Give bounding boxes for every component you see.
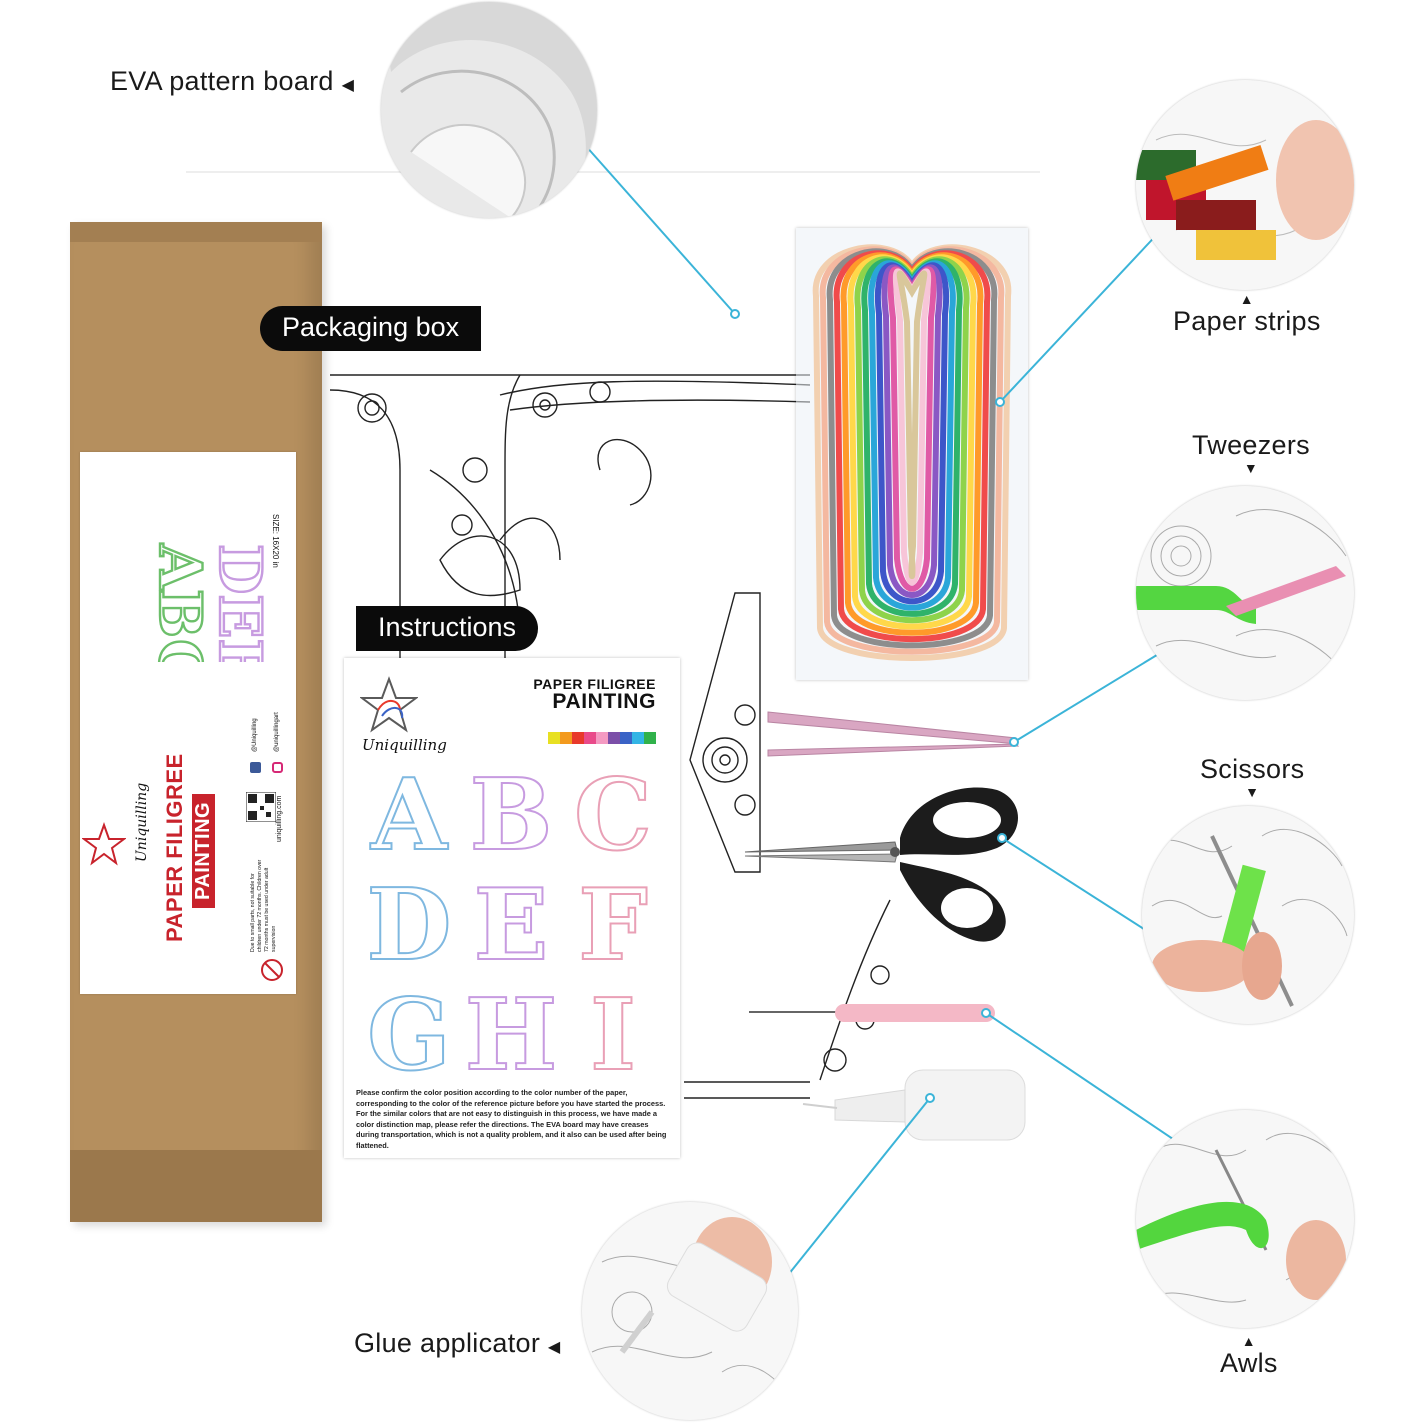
filigree-letter: D (366, 868, 453, 983)
facebook-icon (250, 762, 261, 773)
paper-strip (874, 262, 950, 605)
arrow-down-icon: ▼ (1243, 460, 1259, 476)
scissors-image (744, 787, 1018, 942)
svg-text:GHI: GHI (264, 544, 272, 662)
scissors-label: Scissors ▼ (1200, 754, 1304, 799)
eva-board-label: EVA pattern board ◀ (110, 66, 354, 97)
paper-strips-label-text: Paper strips (1173, 306, 1321, 336)
filigree-letter: H (464, 978, 559, 1093)
age-warning-icon (261, 959, 283, 981)
brand-star-logo-icon (360, 676, 418, 733)
sheet-title-line1: PAPER FILIGREE (533, 676, 656, 692)
paper-strip (896, 270, 928, 580)
paper-strip (887, 266, 937, 592)
scissors-circle (1142, 806, 1354, 1024)
brand-star-icon (82, 822, 126, 866)
glue-bottle-image (802, 1069, 1026, 1141)
color-swatch (596, 732, 608, 744)
instagram-icon (272, 762, 283, 773)
color-swatch (632, 732, 644, 744)
color-swatches (548, 732, 656, 744)
filigree-letter: G (366, 978, 452, 1093)
awl-image (749, 1004, 995, 1022)
arrow-up-icon: ▲ (1239, 291, 1254, 307)
color-swatch (548, 732, 560, 744)
filigree-letter: B (469, 758, 554, 873)
tweezers-image (767, 711, 1020, 757)
scissors-label-text: Scissors (1200, 754, 1305, 784)
arrow-down-icon: ▼ (1245, 784, 1260, 800)
filigree-letter: F (577, 868, 649, 983)
sheet-note: Please confirm the color position accord… (356, 1088, 667, 1150)
filigree-letter: A (370, 758, 448, 873)
sheet-title-line2: PAINTING (552, 690, 656, 713)
tweezers-label-text: Tweezers (1192, 430, 1310, 460)
awls-circle (1136, 1110, 1354, 1328)
tweezers-circle (1136, 486, 1354, 700)
instructions-label: Instructions (356, 606, 539, 651)
paper-strip (892, 268, 932, 586)
qr-code-icon (246, 792, 276, 822)
color-swatch (644, 732, 656, 744)
box-bottom-flap (70, 1150, 322, 1222)
packaging-box-label: Packaging box (260, 306, 482, 351)
color-swatch (572, 732, 584, 744)
box-letters-art: ABC DEF GHI (145, 542, 272, 662)
paper-strips-label: ▲ Paper strips (1173, 292, 1321, 337)
arrow-left-icon: ◀ (341, 77, 355, 94)
paper-strips-circle (1136, 80, 1354, 290)
filigree-letter: C (573, 758, 653, 873)
color-swatch (608, 732, 620, 744)
filigree-letter: E (473, 868, 550, 983)
color-swatch (584, 732, 596, 744)
awls-label-text: Awls (1220, 1348, 1278, 1378)
eva-board-circle (381, 2, 597, 218)
svg-text:ABC: ABC (146, 543, 214, 662)
box-label: ABC DEF GHI SIZE: 16X20 in PAPER FILIGRE… (80, 452, 296, 994)
svg-text:DEF: DEF (206, 544, 272, 662)
arrow-up-icon: ▲ (1241, 1333, 1256, 1349)
color-swatch (620, 732, 632, 744)
filigree-letter: I (589, 978, 637, 1093)
paper-strip (881, 264, 943, 598)
awls-label: ▲ Awls (1220, 1334, 1278, 1379)
eva-board-label-text: EVA pattern board (110, 66, 334, 96)
color-swatch (560, 732, 572, 744)
tweezers-label: Tweezers ▼ (1192, 430, 1310, 475)
sheet-brand: Uniquilling (362, 736, 447, 754)
arrow-left-icon: ◀ (547, 1339, 561, 1356)
glue-applicator-label: Glue applicator ◀ (354, 1328, 561, 1359)
paper-strips-bundle (812, 244, 1012, 661)
glue-applicator-circle (582, 1202, 798, 1420)
glue-applicator-label-text: Glue applicator (354, 1328, 541, 1358)
box-top-flap (70, 222, 322, 242)
